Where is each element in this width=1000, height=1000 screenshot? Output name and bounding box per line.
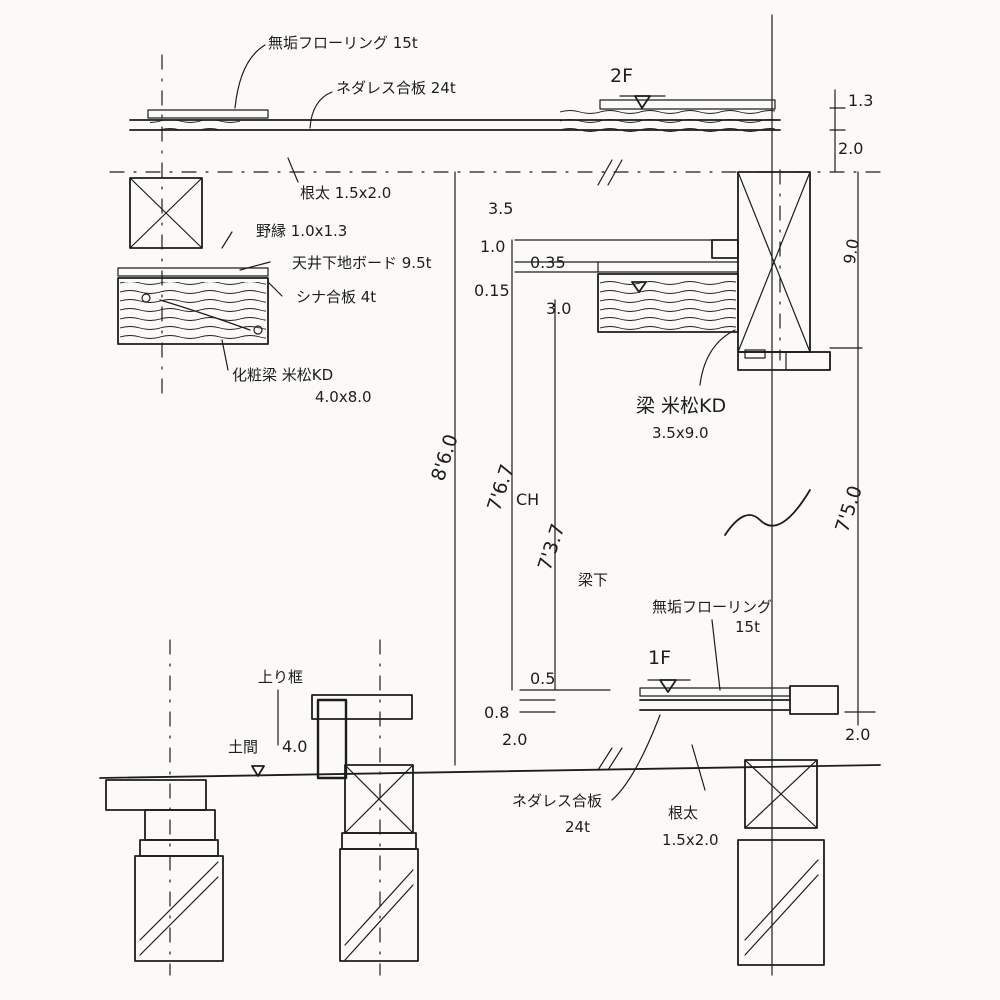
grid-lines	[161, 14, 781, 976]
label-tenjo-board: 天井下地ボード 9.5t	[292, 254, 432, 272]
label-flooring-bottom: 無垢フローリング	[652, 598, 772, 616]
ceiling-right	[597, 239, 739, 333]
dim-3-0: 3.0	[546, 299, 571, 318]
label-nobuchi: 野縁 1.0x1.3	[256, 222, 347, 240]
break-mark-top	[597, 159, 623, 186]
label-shina: シナ合板 4t	[296, 288, 376, 306]
ground-line	[99, 764, 881, 779]
leader-lines	[221, 44, 736, 801]
label-kesho-beam-size: 4.0x8.0	[315, 388, 372, 406]
dim-2-0-right: 2.0	[845, 725, 870, 744]
ceiling-left	[117, 267, 269, 345]
label-negress-top: ネダレス合板 24t	[336, 79, 456, 97]
dim-0-8: 0.8	[484, 703, 509, 722]
dim-3-5: 3.5	[488, 199, 513, 218]
label-level-1f: 1F	[648, 647, 671, 669]
doma-level-mark	[251, 765, 265, 777]
label-neta-bottom: 根太	[668, 804, 698, 822]
floor-2f	[129, 95, 781, 132]
label-level-2f: 2F	[610, 65, 633, 87]
break-wave	[724, 489, 811, 536]
dim-0-35: 0.35	[530, 253, 566, 272]
labels: 無垢フローリング 15t ネダレス合板 24t 2F 根太 1.5x2.0 野縁…	[228, 34, 772, 849]
floor-1f	[639, 679, 839, 715]
dim-0-5: 0.5	[530, 669, 555, 688]
dim-7-6-7: 7'6.7	[483, 462, 519, 514]
foundation-left	[105, 779, 224, 962]
joist-left	[129, 177, 203, 249]
label-main-beam-size: 3.5x9.0	[652, 424, 709, 442]
dim-2-0-top: 2.0	[838, 139, 863, 158]
label-negress-bottom-t: 24t	[565, 818, 590, 836]
dimension-lines	[454, 89, 876, 766]
dim-8-6-0: 8'6.0	[427, 432, 463, 484]
dim-9-0: 9.0	[840, 237, 863, 265]
foundation-right	[737, 759, 825, 966]
break-mark-bottom	[597, 747, 623, 771]
label-flooring-top: 無垢フローリング 15t	[268, 34, 418, 52]
dim-7-5-0: 7'5.0	[831, 483, 867, 535]
foundation-middle	[339, 764, 419, 962]
agarikamachi	[311, 694, 413, 780]
label-neta-bottom-size: 1.5x2.0	[662, 831, 719, 849]
dim-4-0: 4.0	[282, 737, 307, 756]
beam-right	[737, 171, 831, 371]
dim-0-15: 0.15	[474, 281, 510, 300]
label-kesho-beam: 化粧梁 米松KD	[232, 366, 333, 384]
dim-2-0-mid: 2.0	[502, 730, 527, 749]
label-doma: 土間	[228, 738, 258, 756]
dim-7-3-7: 7'3.7	[534, 521, 570, 573]
label-negress-bottom: ネダレス合板	[512, 792, 602, 810]
dim-1-3: 1.3	[848, 91, 873, 110]
label-agarikamachi: 上り框	[258, 668, 303, 686]
label-neta-top: 根太 1.5x2.0	[300, 184, 391, 202]
label-main-beam: 梁 米松KD	[636, 395, 726, 417]
label-flooring-bottom-t: 15t	[735, 618, 760, 636]
dim-ch: CH	[516, 490, 539, 509]
dim-1-0: 1.0	[480, 237, 505, 256]
dim-hari-shita: 梁下	[578, 571, 608, 589]
